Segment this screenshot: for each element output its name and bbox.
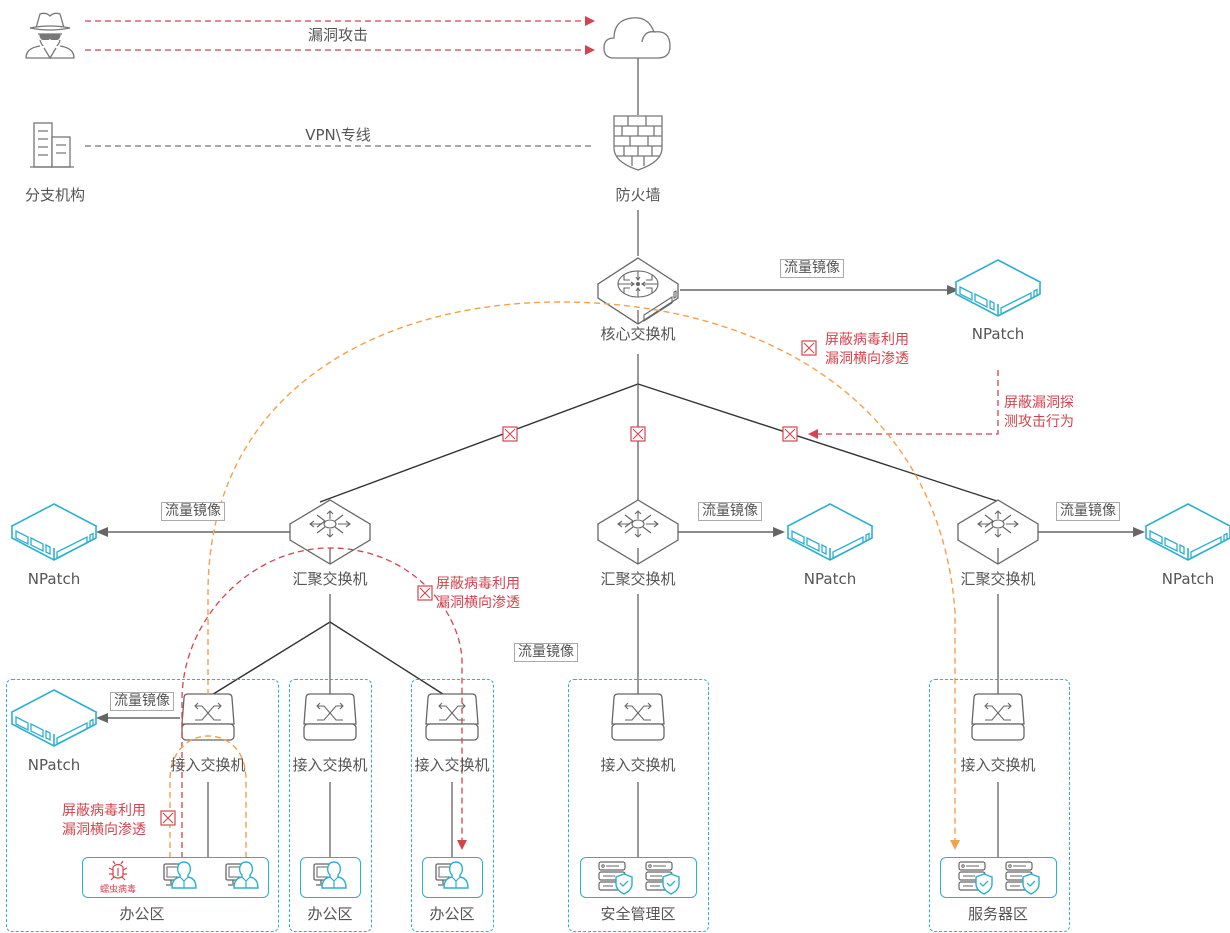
core-mirror-tag: 流量镜像 bbox=[780, 259, 844, 278]
zone1-label: 办公区 bbox=[119, 905, 165, 923]
core-agg3-link bbox=[637, 383, 1001, 503]
zone4-label: 安全管理区 bbox=[600, 905, 676, 923]
probe-block-arrow bbox=[808, 370, 999, 439]
agg-switch-icon bbox=[957, 499, 1039, 565]
core-switch-label: 核心交换机 bbox=[600, 325, 676, 343]
block-icon bbox=[502, 426, 518, 442]
attack-label: 漏洞攻击 bbox=[307, 26, 369, 44]
acc4-label: 接入交换机 bbox=[600, 756, 676, 774]
acc1-block-note-2: 漏洞横向渗透 bbox=[62, 822, 146, 838]
agg2-mirror-tag: 流量镜像 bbox=[698, 502, 762, 521]
host-group-office-2 bbox=[300, 857, 361, 898]
acc5-label: 接入交换机 bbox=[960, 756, 1036, 774]
block-icon bbox=[630, 426, 646, 442]
acc2-label: 接入交换机 bbox=[292, 756, 368, 774]
agg2-npatch-icon bbox=[787, 503, 873, 561]
virus-label: 蠕虫病毒 bbox=[99, 885, 137, 895]
acc3-label: 接入交换机 bbox=[414, 756, 490, 774]
extra-mirror-tag: 流量镜像 bbox=[514, 643, 578, 662]
agg3-npatch-icon bbox=[1145, 503, 1230, 561]
zone-office-3 bbox=[411, 679, 494, 932]
zone3-label: 办公区 bbox=[429, 905, 475, 923]
core-switch-icon bbox=[597, 257, 679, 325]
branch-label: 分支机构 bbox=[24, 186, 86, 204]
agg1-block-note-1: 屏蔽病毒利用 bbox=[436, 576, 520, 592]
agg2-npatch-label: NPatch bbox=[803, 570, 857, 588]
host-group-office-1 bbox=[82, 857, 269, 898]
agg1-label: 汇聚交换机 bbox=[292, 570, 368, 588]
core-block-note-1: 屏蔽病毒利用 bbox=[825, 332, 909, 348]
firewall-icon bbox=[613, 115, 663, 171]
acc1-label: 接入交换机 bbox=[170, 756, 246, 774]
agg1-mirror-tag: 流量镜像 bbox=[161, 502, 225, 521]
agg-switch-icon bbox=[597, 499, 679, 565]
zone2-label: 办公区 bbox=[307, 905, 353, 923]
block-icon bbox=[782, 426, 798, 442]
core-npatch-icon bbox=[955, 259, 1041, 317]
zone-security-mgmt bbox=[568, 679, 709, 932]
lateral-movement-path-core bbox=[207, 301, 960, 850]
agg1-npatch-label: NPatch bbox=[27, 570, 81, 588]
acc1-block-note-1: 屏蔽病毒利用 bbox=[62, 803, 146, 819]
cloud-icon bbox=[603, 17, 671, 59]
host-group-office-3 bbox=[422, 857, 483, 898]
agg1-acc3-link bbox=[329, 621, 447, 697]
probe-note-1: 屏蔽漏洞探 bbox=[1004, 395, 1074, 411]
core-block-note-2: 漏洞横向渗透 bbox=[825, 351, 909, 367]
firewall-label: 防火墙 bbox=[615, 186, 661, 204]
acc1-mirror-tag: 流量镜像 bbox=[110, 692, 174, 711]
vpn-label: VPN\专线 bbox=[305, 126, 371, 144]
hacker-icon bbox=[25, 12, 75, 60]
lateral-movement-path-agg bbox=[181, 547, 467, 858]
agg-switch-icon bbox=[289, 499, 371, 565]
agg1-block-note-2: 漏洞横向渗透 bbox=[436, 595, 520, 611]
core-npatch-label: NPatch bbox=[971, 325, 1025, 343]
agg3-mirror-tag: 流量镜像 bbox=[1056, 502, 1120, 521]
acc1-npatch-label: NPatch bbox=[27, 756, 81, 774]
agg2-label: 汇聚交换机 bbox=[600, 570, 676, 588]
zone-server bbox=[929, 679, 1070, 932]
building-icon bbox=[30, 122, 74, 168]
agg3-npatch-label: NPatch bbox=[1161, 570, 1215, 588]
probe-note-2: 测攻击行为 bbox=[1004, 414, 1074, 430]
host-group-server bbox=[940, 857, 1057, 898]
agg1-npatch-icon bbox=[11, 503, 97, 561]
agg1-acc1-link bbox=[209, 621, 331, 697]
zone-office-1 bbox=[6, 679, 279, 932]
core-agg1-link bbox=[319, 383, 639, 503]
zone-office-2 bbox=[289, 679, 372, 932]
block-icon bbox=[801, 340, 817, 356]
host-group-security bbox=[580, 857, 697, 898]
block-icon bbox=[417, 585, 433, 601]
lateral-movement-path-access bbox=[169, 735, 247, 858]
bug-icon bbox=[108, 860, 128, 881]
agg3-label: 汇聚交换机 bbox=[960, 570, 1036, 588]
zone5-label: 服务器区 bbox=[967, 905, 1029, 923]
